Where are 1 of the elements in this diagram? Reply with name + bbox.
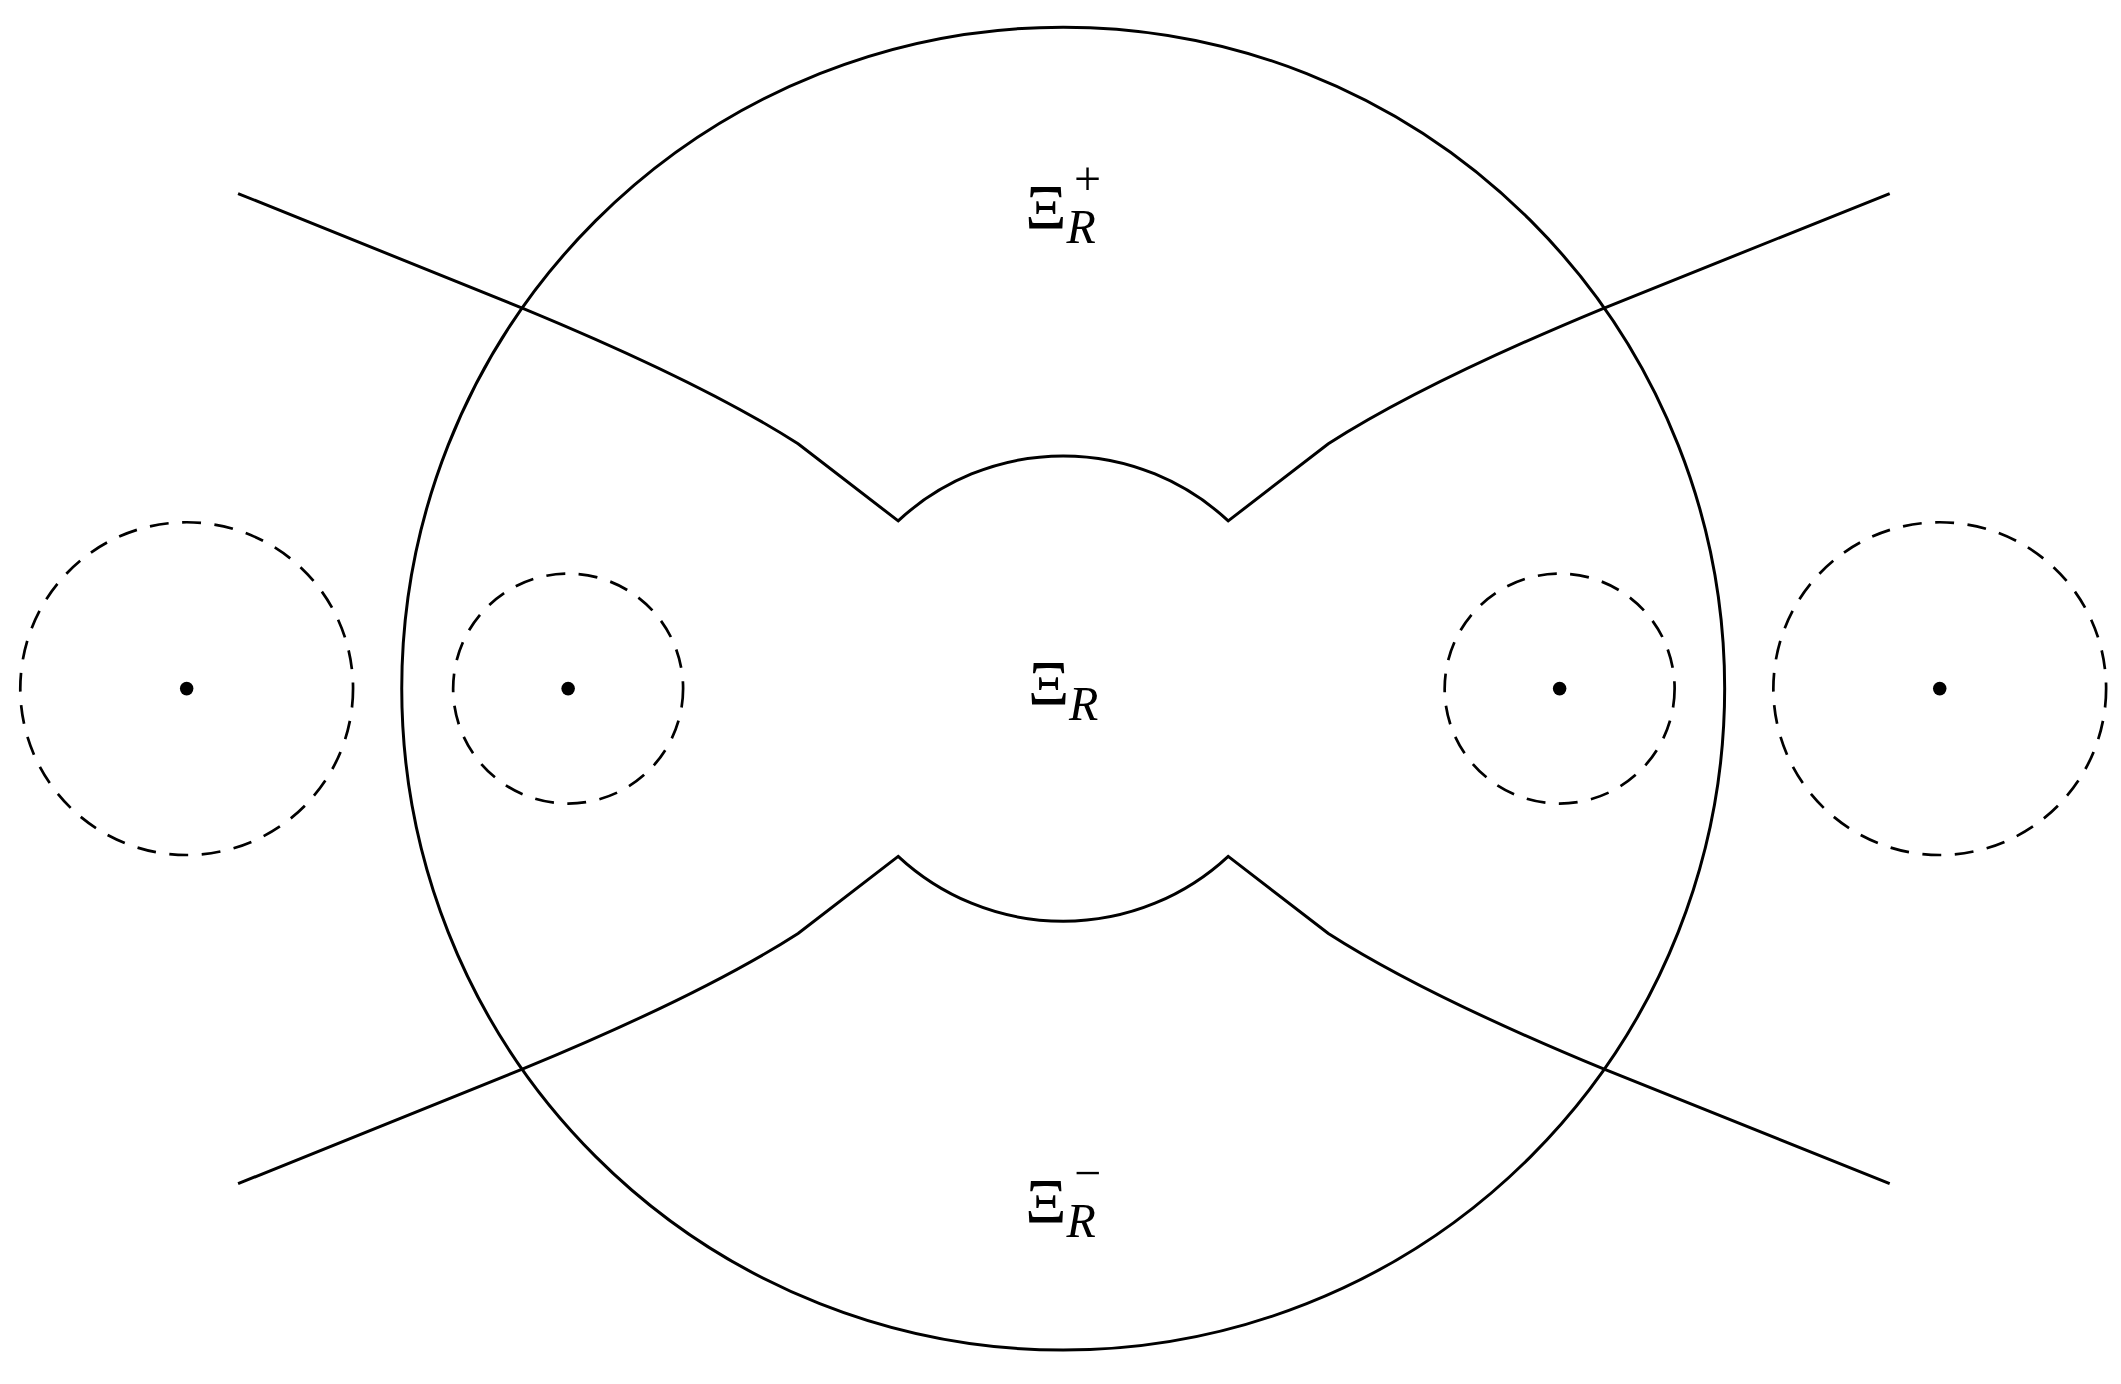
region-label: Ξ$_{R}$ bbox=[1027, 652, 1099, 728]
